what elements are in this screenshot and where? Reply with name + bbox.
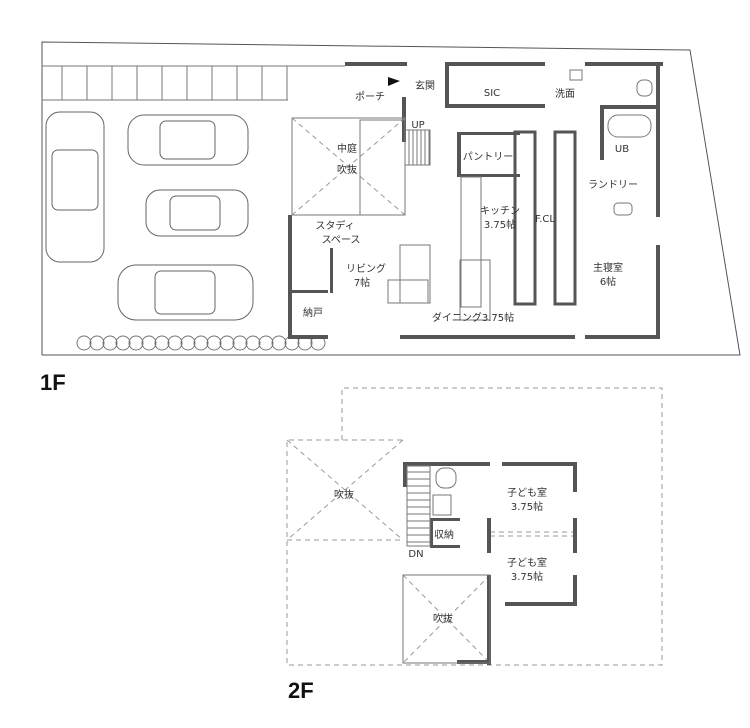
tree-icon xyxy=(141,335,157,351)
car-icon xyxy=(145,189,249,237)
room-study: スタディ xyxy=(315,219,354,232)
tree-icon xyxy=(258,335,274,351)
tree-icon xyxy=(167,335,183,351)
tree-icon xyxy=(180,335,196,351)
void-left-label: 吹抜 xyxy=(334,488,354,501)
room-kitchen: キッチン xyxy=(480,205,520,217)
tree-icon xyxy=(89,335,105,351)
room-ub: UB xyxy=(615,144,629,155)
tree-icon xyxy=(245,335,261,351)
parking-stripes xyxy=(42,65,345,101)
walls-2f xyxy=(402,462,577,665)
room-pantry: パントリー xyxy=(463,151,514,163)
car-icon xyxy=(45,111,105,263)
tree-icon xyxy=(102,335,118,351)
tree-icon xyxy=(219,335,235,351)
walls-1f xyxy=(288,62,663,339)
cars xyxy=(45,111,254,321)
stairs-down-label: DN xyxy=(408,549,423,560)
void-bottom-label: 吹抜 xyxy=(433,612,453,625)
courtyard-void-label: 吹抜 xyxy=(337,163,357,176)
room-dining: ダイニング3.75帖 xyxy=(432,311,514,324)
room-kids-1: 子ども室 xyxy=(507,486,547,499)
tree-icon xyxy=(193,335,209,351)
kitchen-size: 3.75帖 xyxy=(484,218,516,231)
room-laundry: ランドリー xyxy=(588,179,638,191)
room-storage-2f: 収納 xyxy=(434,528,454,541)
kids-2-size: 3.75帖 xyxy=(511,570,543,583)
room-master-bedroom: 主寝室 xyxy=(593,261,623,274)
tree-icon xyxy=(76,335,92,351)
site-boundary xyxy=(41,41,741,356)
tree-icon xyxy=(232,335,248,351)
entrance-arrow-icon xyxy=(388,77,400,86)
room-sic: SIC xyxy=(484,88,500,99)
car-icon xyxy=(117,264,254,321)
car-icon xyxy=(127,114,249,166)
fixtures-1f xyxy=(291,69,653,321)
floor-label-1f: 1F xyxy=(40,370,66,395)
room-kids-2: 子ども室 xyxy=(507,556,547,569)
kids-1-size: 3.75帖 xyxy=(511,500,543,513)
room-study-2: スペース xyxy=(322,235,361,246)
living-size: 7帖 xyxy=(354,276,370,289)
room-courtyard: 中庭 xyxy=(337,142,357,155)
tree-icon xyxy=(128,335,144,351)
room-entrance: 玄関 xyxy=(415,79,435,92)
room-washroom: 洗面 xyxy=(555,88,575,100)
tree-icon xyxy=(154,335,170,351)
labels-1f: ポーチ 玄関 SIC 洗面 UB UP 中庭 吹抜 パントリー キッチン 3.7… xyxy=(303,79,638,324)
tree-icon xyxy=(271,335,287,351)
stairs-1f xyxy=(404,129,431,166)
room-living: リビング xyxy=(346,262,386,275)
master-size: 6帖 xyxy=(600,275,616,288)
tree-icon xyxy=(115,335,131,351)
stairs-up-label: UP xyxy=(411,120,424,131)
labels-2f: 吹抜 吹抜 収納 DN 子ども室 3.75帖 子ども室 3.75帖 xyxy=(334,486,547,625)
trees xyxy=(76,335,326,351)
tree-icon xyxy=(206,335,222,351)
floor-label-2f: 2F xyxy=(288,678,314,703)
room-fcl: F.CL xyxy=(535,214,555,225)
room-porch: ポーチ xyxy=(355,91,385,103)
outline-2f xyxy=(286,387,663,666)
room-storage: 納戸 xyxy=(303,306,323,319)
